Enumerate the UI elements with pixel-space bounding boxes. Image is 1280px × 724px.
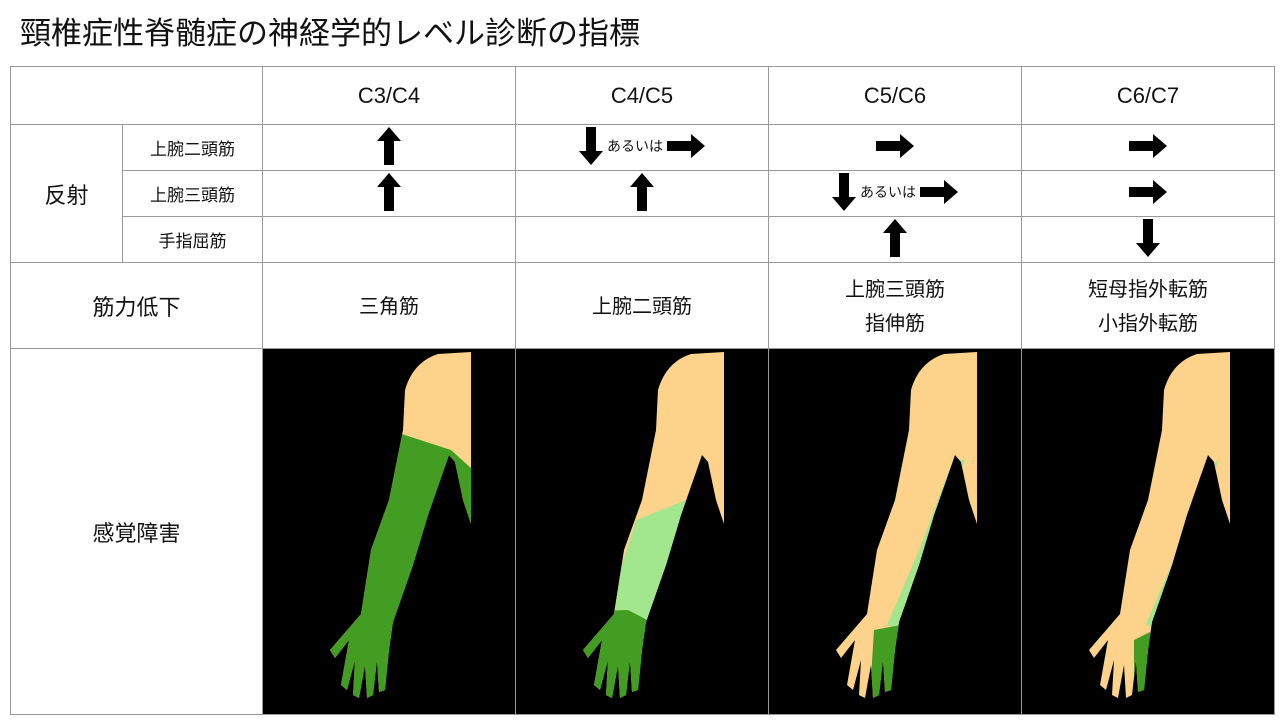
diagnosis-table: C3/C4 C4/C5 C5/C6 C6/C7 反射 上腕二頭筋 あるいは 上腕… [10, 66, 1275, 715]
right-arrow-icon [1129, 133, 1167, 158]
weakness-cell: 三角筋 [262, 262, 516, 349]
sensory-deficit-dark-green [869, 624, 909, 698]
up-arrow-icon [377, 126, 401, 165]
muscle-name: 小指外転筋 [1098, 310, 1198, 335]
row-label: 上腕二頭筋 [122, 124, 263, 171]
sensory-arm-cell [515, 348, 769, 715]
arm-diagram [836, 351, 977, 698]
right-arrow-icon [667, 133, 705, 158]
reflex-cell [1021, 170, 1275, 217]
reflex-cell [515, 170, 769, 217]
reflex-cell: あるいは [768, 170, 1022, 217]
muscle-name: 短母指外転筋 [1088, 276, 1208, 301]
reflex-cell [768, 216, 1022, 263]
or-text: あるいは [607, 138, 663, 155]
arm-skin [1089, 351, 1230, 698]
col-header: C6/C7 [1021, 66, 1275, 125]
page-title: 頸椎症性脊髄症の神経学的レベル診断の指標 [20, 16, 640, 52]
weakness-cell: 上腕三頭筋指伸筋 [768, 262, 1022, 349]
down-arrow-icon [579, 126, 603, 165]
sensory-label: 感覚障害 [10, 348, 263, 715]
muscle-name: 三角筋 [359, 293, 419, 318]
muscle-name: 上腕二頭筋 [592, 293, 692, 318]
arm-diagram [583, 351, 724, 698]
sensory-deficit-dark-green [583, 609, 656, 698]
col-header: C4/C5 [515, 66, 769, 125]
sensory-arm-cell [262, 348, 516, 715]
reflex-cell [262, 170, 516, 217]
weakness-cell: 上腕二頭筋 [515, 262, 769, 349]
sensory-arm-cell [768, 348, 1022, 715]
down-arrow-icon [832, 172, 856, 211]
muscle-name: 指伸筋 [865, 310, 925, 335]
reflex-cell [1021, 124, 1275, 171]
weakness-label: 筋力低下 [10, 262, 263, 349]
corner-cell [10, 66, 263, 125]
or-text: あるいは [860, 184, 916, 201]
sensory-deficit-dark-green [1134, 631, 1154, 698]
row-label: 上腕三頭筋 [122, 170, 263, 217]
col-header: C3/C4 [262, 66, 516, 125]
weakness-cell: 短母指外転筋小指外転筋 [1021, 262, 1275, 349]
arm-skin [836, 351, 977, 698]
row-label: 手指屈筋 [122, 216, 263, 263]
reflex-cell [262, 124, 516, 171]
reflex-cell [515, 216, 769, 263]
arm-diagram [330, 351, 471, 698]
reflex-cell [262, 216, 516, 263]
right-arrow-icon [1129, 179, 1167, 204]
up-arrow-icon [377, 172, 401, 211]
reflex-cell [768, 124, 1022, 171]
reflex-cell [1021, 216, 1275, 263]
reflex-cell: あるいは [515, 124, 769, 171]
reflex-label: 反射 [10, 124, 123, 263]
sensory-arm-cell [1021, 348, 1275, 715]
down-arrow-icon [1136, 218, 1160, 257]
right-arrow-icon [876, 133, 914, 158]
right-arrow-icon [920, 179, 958, 204]
up-arrow-icon [883, 218, 907, 257]
sensory-deficit-light-green [606, 497, 696, 625]
muscle-name: 上腕三頭筋 [845, 276, 945, 301]
arm-diagram [1089, 351, 1230, 698]
sensory-deficit-dark-green [330, 427, 471, 698]
up-arrow-icon [630, 172, 654, 211]
col-header: C5/C6 [768, 66, 1022, 125]
